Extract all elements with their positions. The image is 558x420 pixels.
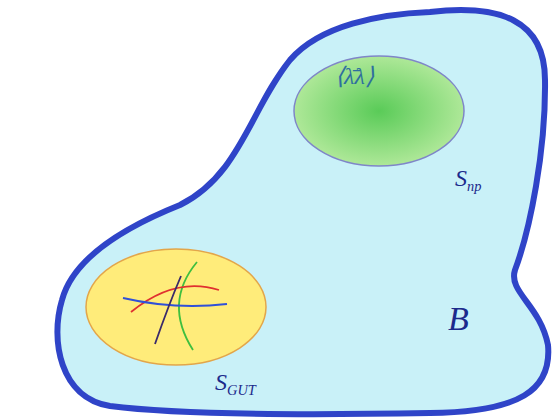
brane-ellipse [293,55,465,167]
brane-curve [123,298,227,306]
ellipse-outline [294,56,464,166]
gut-ellipse: SGUT [85,248,267,366]
gut-ellipse [85,248,267,366]
ellipse-outline [86,249,266,365]
brane-ellipse: ⟨λ̄λ⟩Snp [293,55,465,167]
region-outline [57,10,548,414]
condensate-label: ⟨λ̄λ⟩ [335,63,374,89]
region-label: SGUT [215,369,256,399]
region-label: Snp [455,165,481,195]
brane-curve [155,276,181,344]
condensate-label: B [448,300,469,337]
